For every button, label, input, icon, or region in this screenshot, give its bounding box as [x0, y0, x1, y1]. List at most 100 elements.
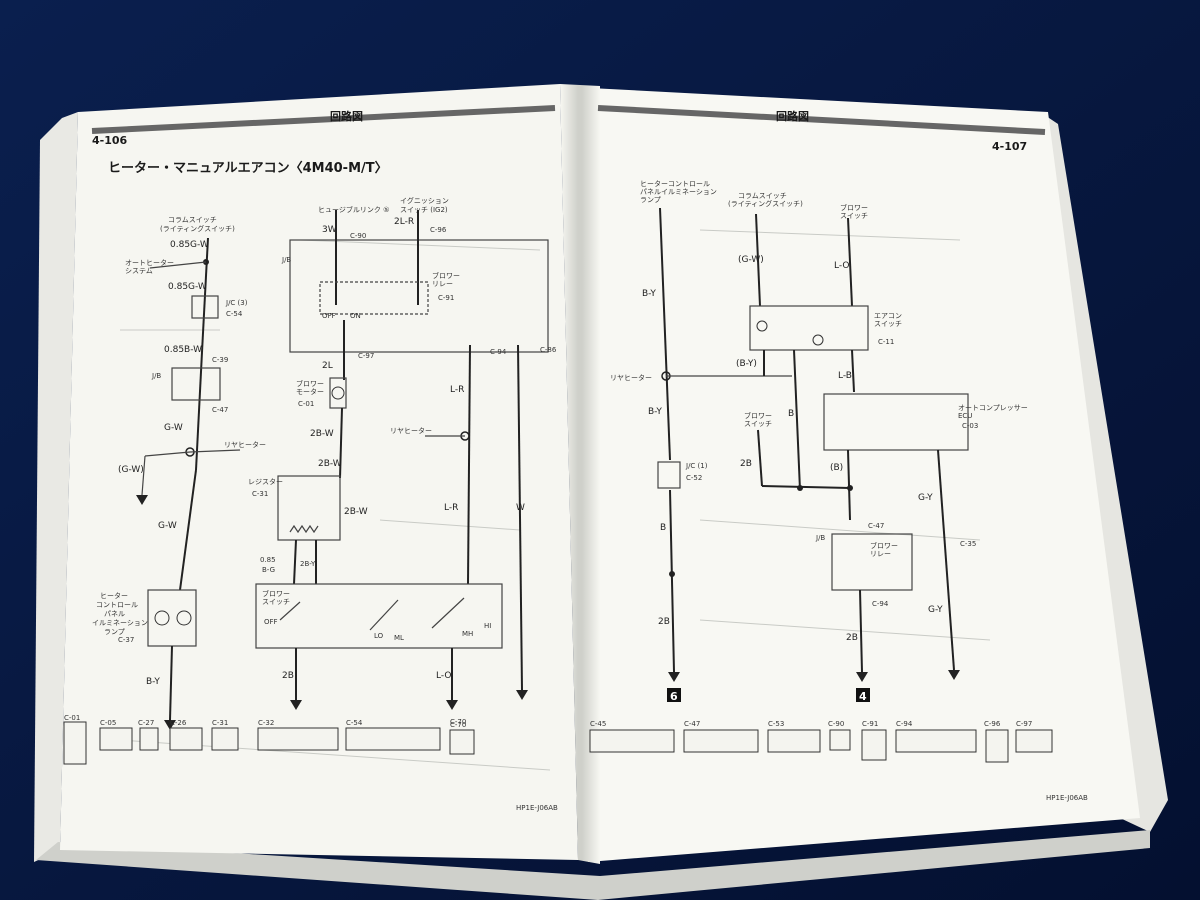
gutter: [560, 84, 600, 864]
svg-text:C-32: C-32: [258, 719, 274, 727]
svg-text:C-11: C-11: [878, 338, 894, 346]
svg-text:L-B: L-B: [838, 371, 852, 381]
svg-text:2B-Y: 2B-Y: [300, 560, 316, 568]
svg-text:G-W: G-W: [158, 521, 177, 531]
svg-text:C-35: C-35: [960, 540, 976, 548]
svg-text:C-05: C-05: [100, 719, 116, 727]
svg-text:2L-R: 2L-R: [394, 217, 414, 227]
svg-text:C-70: C-70: [450, 721, 466, 729]
svg-text:C-54: C-54: [226, 310, 243, 318]
svg-text:(G-W): (G-W): [118, 465, 144, 475]
svg-text:L-O: L-O: [834, 261, 849, 271]
svg-text:0.85G-W: 0.85G-W: [170, 240, 209, 250]
right-header: 回路図 4-107: [597, 105, 1046, 153]
label-auto-heater: オートヒーターシステム: [125, 258, 174, 275]
svg-text:2B: 2B: [282, 671, 294, 681]
svg-text:OFF: OFF: [322, 312, 336, 320]
label-lamp: ヒーターコントロールパネルイルミネーションランプ: [92, 591, 148, 636]
svg-text:C-97: C-97: [1016, 720, 1032, 728]
svg-text:C-90: C-90: [828, 720, 844, 728]
svg-text:C-52: C-52: [686, 474, 702, 482]
label-blower-relay: ブロワーリレー: [432, 271, 460, 288]
left-wiring-diagram: コラムスイッチ(ライティングスイッチ) ヒュージブルリンク ⑤ イグニッションス…: [92, 196, 557, 771]
svg-text:C-01: C-01: [64, 714, 80, 722]
label-jb-right: J/B: [815, 534, 825, 542]
svg-text:ML: ML: [394, 634, 404, 642]
svg-text:C-53: C-53: [768, 720, 784, 728]
ground-6: 6: [670, 690, 678, 703]
label-rear-heater: リヤヒーター: [224, 440, 266, 449]
svg-text:B-Y: B-Y: [642, 289, 656, 299]
right-page-number: 4-107: [992, 140, 1027, 153]
svg-text:C-37: C-37: [118, 636, 134, 644]
left-connector-row: C-01 C-05 C-27 C-26 C-31 C-32 C-54 C-70 …: [63, 714, 558, 812]
svg-text:LO: LO: [374, 632, 384, 640]
svg-text:C-27: C-27: [138, 719, 154, 727]
label-resistor: レジスター: [248, 477, 283, 486]
svg-text:HI: HI: [484, 622, 491, 630]
svg-text:0.85: 0.85: [260, 556, 276, 564]
svg-text:C-70: C-70: [450, 718, 466, 726]
label-jc1: J/C (1): [685, 462, 708, 470]
svg-text:G-W: G-W: [164, 423, 183, 433]
right-connector-row: C-45 C-47 C-53 C-90 C-91 C-94 C-96 C-97 …: [589, 720, 1088, 802]
svg-text:C-54: C-54: [346, 719, 363, 727]
label-blower-sw2: ブロワースイッチ: [744, 411, 772, 428]
label-ac-switch: エアコンスイッチ: [874, 312, 902, 328]
label-blower-relay-right: ブロワーリレー: [870, 541, 898, 558]
svg-text:2B-W: 2B-W: [310, 429, 334, 439]
svg-text:ON: ON: [350, 312, 361, 320]
label-rear-heater-2: リヤヒーター: [390, 426, 432, 435]
svg-text:L-R: L-R: [444, 503, 458, 513]
svg-text:(G-W): (G-W): [738, 255, 764, 265]
left-header: 4-106 回路図 ヒーター・マニュアルエアコン〈4M40-M/T〉: [91, 105, 556, 176]
left-page: [60, 84, 578, 860]
svg-text:L-R: L-R: [450, 385, 464, 395]
svg-text:C-97: C-97: [358, 352, 374, 360]
right-page: [588, 88, 1140, 862]
left-page-number: 4-106: [92, 134, 128, 147]
svg-text:C-94: C-94: [896, 720, 913, 728]
svg-text:0.85G-W: 0.85G-W: [168, 282, 207, 292]
svg-text:C-47: C-47: [212, 406, 228, 414]
label-lamp-top: ヒーターコントロールパネルイルミネーションランプ: [640, 179, 717, 204]
svg-text:C-94: C-94: [872, 600, 889, 608]
svg-text:2B: 2B: [846, 633, 858, 643]
svg-text:(B): (B): [830, 463, 843, 473]
svg-text:C-47: C-47: [868, 522, 884, 530]
svg-text:C-90: C-90: [350, 232, 366, 240]
left-diagram-title: ヒーター・マニュアルエアコン〈4M40-M/T〉: [108, 160, 388, 176]
right-section-title: 回路図: [776, 109, 809, 123]
label-rear-heater-right: リヤヒーター: [610, 373, 652, 382]
svg-text:OFF: OFF: [264, 618, 278, 626]
svg-text:C-96: C-96: [430, 226, 447, 234]
svg-text:C-39: C-39: [212, 356, 228, 364]
svg-text:C-94: C-94: [490, 348, 507, 356]
svg-text:2L: 2L: [322, 361, 333, 371]
svg-text:B-G: B-G: [262, 566, 275, 574]
svg-text:(B-Y): (B-Y): [736, 359, 757, 369]
label-blower-switch: ブロワースイッチ: [262, 589, 290, 606]
label-ignition: イグニッションスイッチ (IG2): [400, 196, 449, 214]
label-switch-top: コラムスイッチ(ライティングスイッチ): [728, 192, 803, 208]
svg-text:C-45: C-45: [590, 720, 606, 728]
svg-text:C-31: C-31: [212, 719, 228, 727]
left-doc-code: HP1E-J06AB: [516, 804, 558, 812]
svg-text:2B-W: 2B-W: [318, 459, 342, 469]
svg-text:B-Y: B-Y: [648, 407, 662, 417]
svg-text:L-O: L-O: [436, 671, 451, 681]
svg-text:C-86: C-86: [540, 346, 557, 354]
svg-text:0.85B-W: 0.85B-W: [164, 345, 202, 355]
label-column-switch: コラムスイッチ(ライティングスイッチ): [160, 216, 235, 233]
svg-text:B-Y: B-Y: [146, 677, 160, 687]
svg-text:MH: MH: [462, 630, 473, 638]
svg-text:G-Y: G-Y: [928, 605, 943, 615]
left-section-title: 回路図: [330, 109, 363, 123]
svg-text:W: W: [516, 503, 525, 513]
svg-text:C-01: C-01: [298, 400, 314, 408]
right-wiring-diagram: ヒーターコントロールパネルイルミネーションランプ コラムスイッチ(ライティングス…: [610, 179, 1028, 703]
label-fuse-link: ヒュージブルリンク ⑤: [318, 205, 389, 214]
svg-text:B: B: [788, 409, 794, 419]
